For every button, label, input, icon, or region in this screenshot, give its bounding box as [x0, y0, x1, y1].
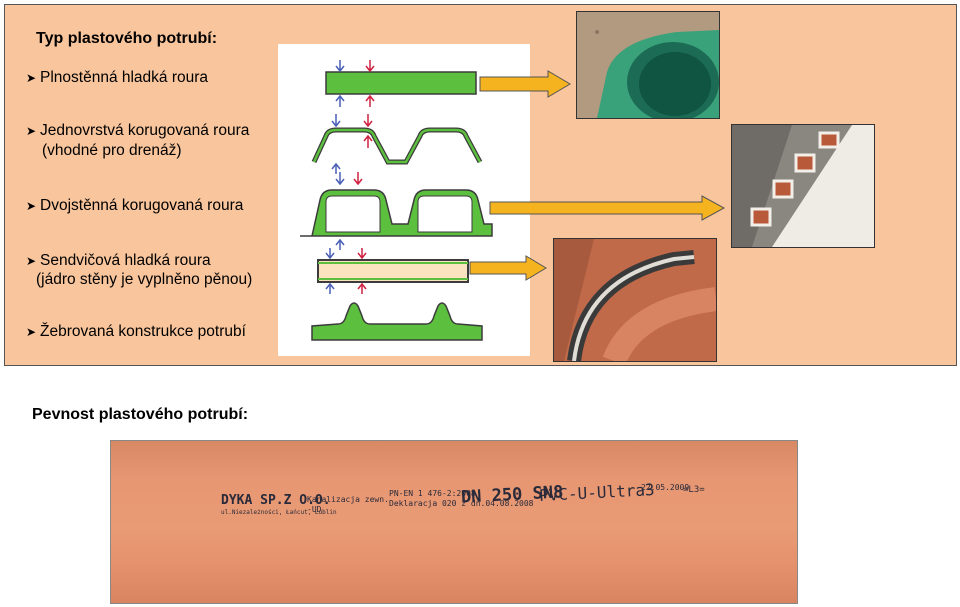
sandwich-pipe-illustration	[554, 239, 716, 361]
sandwich-pipe-photo	[553, 238, 717, 362]
right-arrow-icon	[469, 255, 547, 281]
pipe-text-2a: PN-EN 1 476-2:2008	[389, 489, 476, 498]
arrowhead-bullet-icon: ➤	[26, 325, 37, 339]
list-item-solid-wall: ➤Plnostěnná hladká roura	[26, 69, 208, 87]
arrowhead-bullet-icon: ➤	[26, 199, 37, 213]
wall-profile-svg	[300, 60, 493, 341]
pipe-code: =L3=	[683, 485, 705, 495]
list-item-label: Plnostěnná hladká roura	[40, 69, 209, 86]
pipe-date: 22.05.2009	[641, 483, 690, 492]
double-corrugated-profile	[300, 172, 493, 250]
list-item-ribbed: ➤Žebrovaná konstrukce potrubí	[26, 323, 246, 341]
list-item-sandwich: ➤Sendvičová hladká roura	[26, 252, 211, 270]
sandwich-wall-profile	[317, 248, 469, 294]
double-corrugated-pipe-photo	[731, 124, 875, 248]
pipe-brand-sub: ul.Niezależności, Łańcut, Lublin	[221, 509, 337, 516]
list-item-label: Jednovrstvá korugovaná roura	[40, 122, 250, 139]
pipe-brand: DYKA SP.Z O.O.	[221, 493, 331, 508]
solid-wall-pipe-illustration	[577, 12, 719, 118]
pipe-text-1a: Kanalizacja zewn.	[307, 495, 389, 504]
right-arrow-icon	[489, 195, 726, 221]
list-item-label: Dvojstěnná korugovaná roura	[40, 197, 244, 214]
ribbed-wall-profile	[311, 302, 483, 341]
pipe-types-title: Typ plastového potrubí:	[36, 30, 218, 47]
list-item-single-corrugated: ➤Jednovrstvá korugovaná roura	[26, 122, 249, 140]
single-corrugated-profile	[311, 114, 483, 174]
pipe-strength-title: Pevnost plastového potrubí:	[32, 406, 249, 423]
list-item-note: (jádro stěny je vyplněno pěnou)	[36, 271, 253, 288]
solid-wall-pipe-photo	[576, 11, 720, 119]
right-arrow-icon	[479, 70, 571, 98]
list-item-note: (vhodné pro drenáž)	[42, 142, 182, 159]
list-item-label: Sendvičová hladká roura	[40, 252, 211, 269]
pipe-marking-photo: DYKA SP.Z O.O. ul.Niezależności, Łańcut,…	[110, 440, 798, 604]
arrowhead-bullet-icon: ➤	[26, 254, 37, 268]
arrowhead-bullet-icon: ➤	[26, 124, 37, 138]
list-item-label: Žebrovaná konstrukce potrubí	[40, 323, 246, 340]
wall-profile-diagram	[278, 44, 530, 356]
list-item-double-corrugated: ➤Dvojstěnná korugovaná roura	[26, 197, 243, 215]
arrowhead-bullet-icon: ➤	[26, 71, 37, 85]
pipe-text-2b: Deklaracja 020 z dn.04.08.2008	[389, 499, 534, 508]
solid-wall-profile	[325, 60, 477, 107]
double-corrugated-pipe-illustration	[732, 125, 874, 247]
pipe-text-1b: -UD	[307, 505, 322, 514]
